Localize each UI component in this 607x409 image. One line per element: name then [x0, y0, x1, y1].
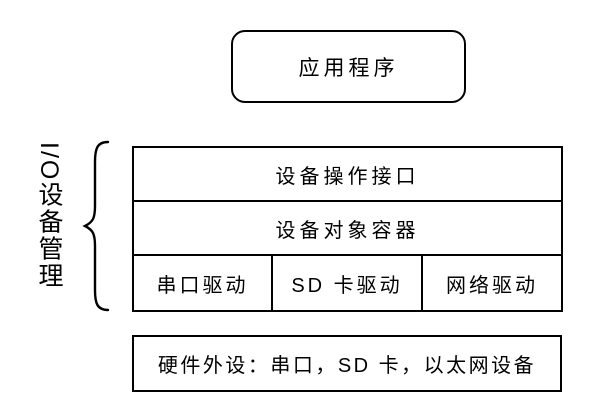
application-box-label: 应用程序 — [298, 56, 399, 80]
driver-layer-row: 串口驱动 SD 卡驱动 网络驱动 — [132, 254, 563, 312]
driver-cell-network: 网络驱动 — [421, 254, 563, 312]
driver-network-label: 网络驱动 — [446, 274, 538, 297]
layer-interface-label: 设备操作接口 — [275, 165, 420, 188]
layer-container-label: 设备对象容器 — [275, 219, 420, 242]
layer-device-object-container: 设备对象容器 — [132, 200, 563, 256]
curly-brace-icon — [82, 140, 110, 312]
driver-sdcard-label: SD 卡驱动 — [291, 274, 403, 297]
side-label-io-device-management: I/O设备管理 — [35, 142, 63, 290]
hardware-peripherals-label: 硬件外设：串口，SD 卡，以太网设备 — [157, 355, 537, 377]
driver-cell-sdcard: SD 卡驱动 — [271, 254, 423, 312]
hardware-peripherals-box: 硬件外设：串口，SD 卡，以太网设备 — [132, 335, 562, 392]
application-box: 应用程序 — [231, 30, 466, 103]
layer-device-operation-interface: 设备操作接口 — [132, 146, 563, 202]
driver-cell-serial: 串口驱动 — [132, 254, 273, 312]
driver-serial-label: 串口驱动 — [156, 274, 249, 297]
